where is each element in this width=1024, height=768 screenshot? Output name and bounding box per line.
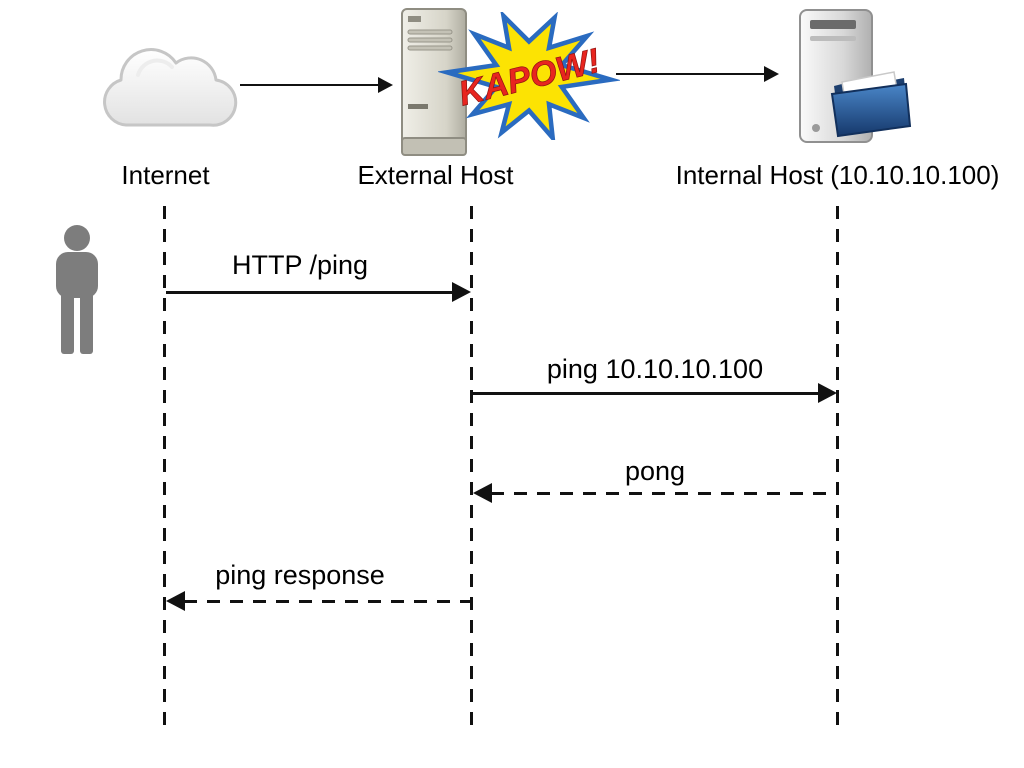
- message-label-http-ping: HTTP /ping: [231, 250, 369, 280]
- actor-label-internet: Internet: [121, 160, 210, 190]
- lifeline-internal-host: [836, 206, 839, 732]
- message-line: [473, 392, 819, 395]
- computer-folder-icon: [799, 9, 912, 143]
- arrowhead: [166, 591, 185, 611]
- message-line: [491, 492, 836, 495]
- message-label-pong: pong: [624, 456, 686, 486]
- connection-internet-to-external: [240, 84, 378, 86]
- arrowhead: [764, 66, 779, 82]
- message-label-ping-response: ping response: [215, 560, 385, 590]
- actor-label-external-host: External Host: [357, 160, 514, 190]
- lifeline-external-host: [470, 206, 473, 732]
- arrowhead: [473, 483, 492, 503]
- connection-external-to-internal: [616, 73, 764, 75]
- actor-label-internal-host: Internal Host (10.10.10.100): [675, 160, 1000, 190]
- message-line: [166, 291, 453, 294]
- server-tower-icon: [401, 8, 467, 156]
- message-line: [184, 600, 470, 603]
- arrowhead: [378, 77, 393, 93]
- cloud-icon: [103, 48, 238, 127]
- arrowhead: [818, 383, 837, 403]
- lifeline-internet: [163, 206, 166, 732]
- kapow-burst-icon: KAPOW!: [438, 12, 620, 140]
- message-label-ping-internal: ping 10.10.10.100: [546, 354, 764, 384]
- arrowhead: [452, 282, 471, 302]
- person-icon: [56, 225, 98, 354]
